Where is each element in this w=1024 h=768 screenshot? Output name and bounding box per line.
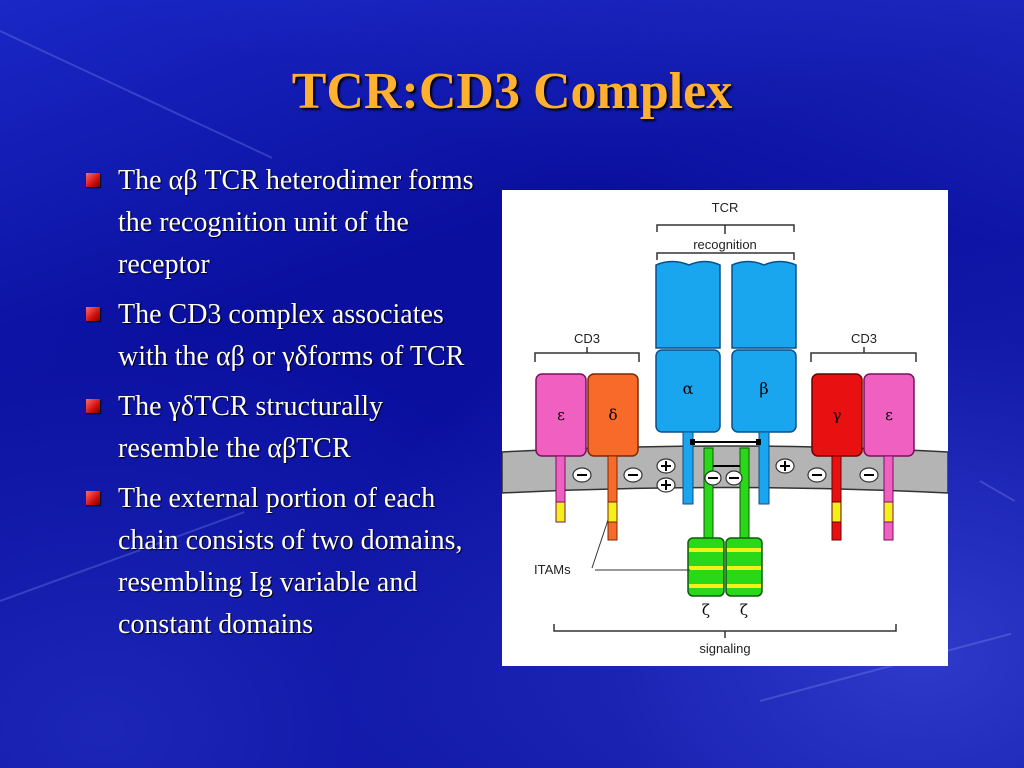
bullet-item: The γδTCR structurally resemble the αβTC… xyxy=(80,386,480,470)
red-square-bullet-icon xyxy=(86,399,100,413)
tcr-label: TCR xyxy=(712,200,739,215)
signaling-label: signaling xyxy=(699,641,750,656)
signaling-bracket xyxy=(553,624,897,632)
bullet-list: The αβ TCR heterodimer forms the recogni… xyxy=(80,160,480,654)
bullet-text: The CD3 complex associates with the αβ o… xyxy=(118,299,465,372)
cd3-right-label: CD3 xyxy=(851,331,877,346)
itam-block xyxy=(607,501,618,523)
red-square-bullet-icon xyxy=(86,307,100,321)
alpha-label: α xyxy=(683,379,694,398)
tcr-cd3-diagram: TCR recognition α β CD3 ε δ xyxy=(502,190,948,666)
epsilon-right-label: ε xyxy=(885,406,893,424)
bullet-item: The CD3 complex associates with the αβ o… xyxy=(80,294,480,378)
bullet-text: The γδTCR structurally resemble the αβTC… xyxy=(118,391,384,464)
bullet-text: The external portion of each chain consi… xyxy=(118,483,463,640)
alpha-transmembrane xyxy=(682,431,694,505)
zeta-left-label: ζ xyxy=(702,601,710,619)
bullet-item: The αβ TCR heterodimer forms the recogni… xyxy=(80,160,480,286)
red-square-bullet-icon xyxy=(86,173,100,187)
delta-label: δ xyxy=(608,406,617,424)
alpha-variable-domain xyxy=(655,260,721,349)
beta-transmembrane xyxy=(758,431,770,505)
bullet-item: The external portion of each chain consi… xyxy=(80,478,480,646)
bullet-text: The αβ TCR heterodimer forms the recogni… xyxy=(118,165,474,280)
itam-block xyxy=(831,501,842,523)
zeta-right-label: ζ xyxy=(740,601,748,619)
beta-label: β xyxy=(759,379,768,398)
zeta-left-stalk xyxy=(703,447,714,539)
epsilon-left-label: ε xyxy=(557,406,565,424)
beta-variable-domain xyxy=(731,260,797,349)
background-streak xyxy=(979,480,1016,502)
itams-label: ITAMs xyxy=(534,562,571,577)
itam-block xyxy=(883,501,894,523)
recognition-label: recognition xyxy=(693,237,757,252)
zeta-right-stalk xyxy=(739,447,750,539)
red-square-bullet-icon xyxy=(86,491,100,505)
slide-title: TCR:CD3 Complex xyxy=(291,63,733,120)
cd3-left-label: CD3 xyxy=(574,331,600,346)
itam-block xyxy=(555,501,566,523)
gamma-label: γ xyxy=(833,406,842,424)
